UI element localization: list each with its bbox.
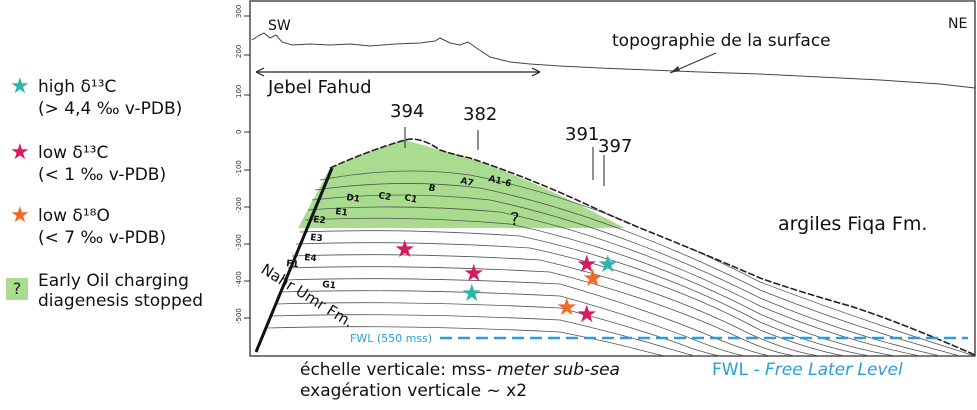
- question-mark: ?: [510, 209, 520, 230]
- unit-label-a7: A7: [459, 176, 474, 189]
- legend-label: low δ¹⁸O: [38, 206, 110, 226]
- legend: ★ high δ¹³C (> 4,4 ‰ v-PDB) ★ low δ¹³C (…: [0, 0, 235, 410]
- well-label-394: 394: [390, 101, 424, 122]
- well-label-391: 391: [565, 124, 599, 145]
- depth-axis: 300 200 100 0 -100 -200 -300 -400 -500: [235, 5, 250, 324]
- arrow-icon: [670, 66, 680, 73]
- green-box-icon: ?: [6, 278, 28, 300]
- teal-star-icon: ★: [10, 74, 30, 99]
- well-label-382: 382: [463, 104, 497, 125]
- depth-tick-label: 300: [235, 5, 243, 18]
- vertical-scale-plain: échelle verticale: mss-: [300, 360, 498, 380]
- legend-label: Early Oil charging: [38, 271, 189, 291]
- fwl-definition: FWL - Free Later Level: [712, 360, 903, 380]
- topography-line: [251, 32, 976, 89]
- fwl-abbreviation: FWL -: [712, 360, 766, 380]
- legend-sublabel: (> 4,4 ‰ v-PDB): [38, 99, 183, 119]
- fwl-full-name: Free Later Level: [765, 360, 903, 380]
- sw-label: SW: [268, 18, 291, 34]
- fiqa-label: argiles Fiqa Fm.: [778, 213, 927, 235]
- unit-label-d1: D1: [346, 193, 361, 205]
- oil-charging-zone: [298, 140, 625, 228]
- legend-sublabel: (< 1 ‰ v-PDB): [38, 165, 167, 185]
- legend-label: high δ¹³C: [38, 77, 117, 97]
- depth-tick-label: 200: [235, 45, 243, 58]
- depth-tick-label: -300: [235, 234, 243, 250]
- depth-tick-label: -500: [235, 308, 243, 324]
- teal-star-icon: ★: [597, 250, 619, 278]
- unit-label-e3: E3: [310, 233, 323, 244]
- topography-label: topographie de la surface: [612, 31, 831, 51]
- sample-stars: ★ ★ ★ ★ ★ ★ ★ ★: [394, 235, 619, 328]
- legend-sublabel: (< 7 ‰ v-PDB): [38, 228, 167, 248]
- fault-line: [254, 167, 334, 353]
- depth-tick-label: -200: [235, 197, 243, 213]
- unit-label-g1: G1: [322, 280, 337, 291]
- vertical-scale-note: échelle verticale: mss- meter sub-sea: [300, 360, 620, 380]
- depth-tick-label: -400: [235, 271, 243, 287]
- magenta-star-icon: ★: [576, 300, 598, 328]
- well-label-397: 397: [598, 136, 632, 157]
- arrow-left-icon: [255, 67, 265, 77]
- depth-tick-label: 100: [235, 85, 243, 98]
- frame-border: [249, 0, 976, 357]
- unit-label-f1: F1: [286, 259, 299, 270]
- unit-label-e1: E1: [335, 207, 349, 219]
- layer-lines: [267, 170, 975, 356]
- magenta-star-icon: ★: [576, 250, 598, 278]
- structure-top-line: [329, 138, 976, 356]
- fwl-label: FWL (550 mss): [350, 332, 432, 345]
- depth-tick-label: 0: [235, 130, 243, 134]
- teal-star-icon: ★: [461, 279, 483, 307]
- arrow-right-icon: [531, 67, 541, 77]
- legend-sublabel: diagenesis stopped: [38, 291, 204, 311]
- vertical-scale-italic: meter sub-sea: [497, 360, 620, 380]
- nahr-umr-label: Nahr Umr Fm.: [258, 260, 357, 331]
- magenta-star-icon: ★: [463, 259, 485, 287]
- magenta-star-icon: ★: [10, 140, 30, 165]
- unit-label-b: B: [427, 183, 436, 194]
- jebel-fahud-label: Jebel Fahud: [267, 77, 372, 98]
- ne-label: NE: [948, 16, 967, 32]
- orange-star-icon: ★: [556, 293, 578, 321]
- orange-star-icon: ★: [10, 203, 30, 228]
- legend-label: low δ¹³C: [38, 143, 109, 163]
- unit-label-c1: C1: [403, 193, 418, 205]
- depth-tick-label: -100: [235, 160, 243, 176]
- vertical-exaggeration-note: exagération verticale ~ x2: [300, 381, 528, 401]
- unit-label-e4: E4: [304, 253, 317, 264]
- magenta-star-icon: ★: [394, 235, 416, 263]
- orange-star-icon: ★: [582, 264, 604, 292]
- unit-label-c2: C2: [377, 191, 391, 203]
- unit-label-e2: E2: [313, 215, 326, 226]
